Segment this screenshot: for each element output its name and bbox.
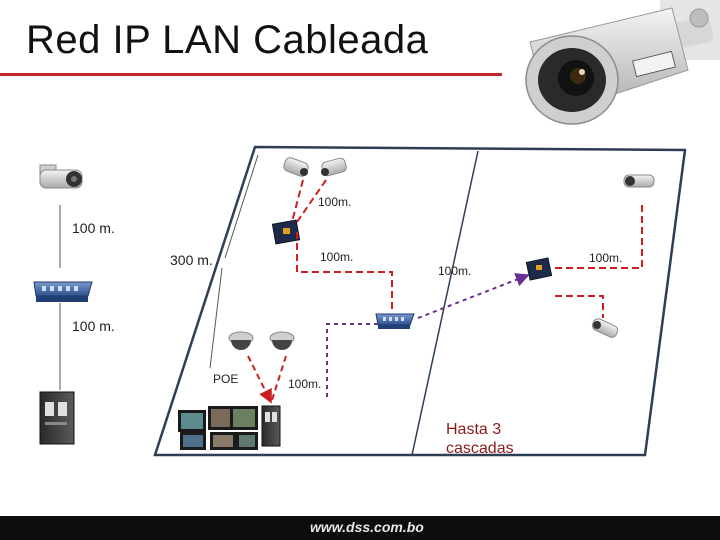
floor-outline	[153, 145, 687, 457]
top-poe-injector-icon	[271, 219, 301, 245]
slide-title: Red IP LAN Cableada	[26, 18, 429, 62]
trunk-lower-link	[209, 267, 223, 369]
dome-camera-1-icon	[228, 331, 254, 350]
trunk-distance-label: 300 m.	[170, 252, 213, 268]
center-nvr-icon	[261, 405, 281, 447]
left-bullet-camera-icon	[39, 164, 83, 189]
right-bottom-bullet-camera-icon	[591, 318, 619, 338]
monitor-wall-icon	[178, 406, 258, 450]
right-top-camera-link	[555, 204, 643, 269]
title-underline	[0, 73, 502, 76]
dome2-link	[271, 355, 287, 401]
cam2-link	[296, 179, 327, 223]
floor-divider	[411, 150, 479, 456]
cascade-note: Hasta 3 cascadas	[446, 421, 514, 457]
center-link-distance-label: 100m.	[438, 264, 472, 278]
switch-to-right-injector-link	[417, 273, 530, 319]
footer-bar: www.dss.com.bo	[0, 516, 720, 540]
right-poe-injector-icon	[525, 257, 553, 281]
right-link-distance-label: 100m.	[589, 251, 623, 265]
top-switch-distance-label: 100m.	[320, 250, 354, 264]
injector-to-switch-link	[296, 232, 393, 312]
top-bullet-camera-2-icon	[321, 157, 347, 177]
center-switch-icon	[375, 313, 415, 329]
dome-distance-label: 100m.	[288, 377, 322, 391]
switch-to-monitor-link	[326, 323, 378, 398]
dome1-link	[247, 355, 272, 404]
right-bottom-camera-link	[555, 295, 604, 318]
left-top-distance-label: 100 m.	[72, 220, 115, 236]
left-switch-icon	[33, 281, 93, 302]
footer-url-link[interactable]: www.dss.com.bo	[310, 519, 424, 535]
dome-camera-2-icon	[269, 331, 295, 350]
trunk-upper-link	[224, 154, 259, 259]
right-top-bullet-camera-icon	[623, 174, 655, 188]
hero-bullet-camera-icon	[525, 0, 720, 125]
cam1-link	[291, 179, 304, 223]
top-cameras-distance-label: 100m.	[318, 195, 352, 209]
left-bottom-distance-label: 100 m.	[72, 318, 115, 334]
left-nvr-icon	[39, 391, 75, 445]
top-bullet-camera-1-icon	[283, 157, 309, 177]
poe-label: POE	[213, 372, 239, 386]
